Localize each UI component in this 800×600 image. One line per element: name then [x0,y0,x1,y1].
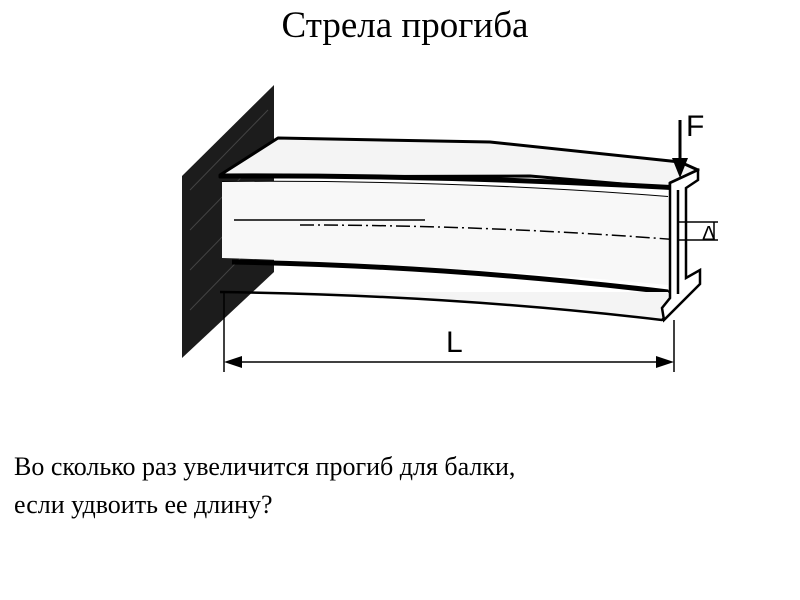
length-arrow-right [656,356,674,368]
beam-bottom-flange-edge [231,259,669,295]
deflection-symbol: Δ [702,223,715,245]
question-line-2: если удвоить ее длину? [14,490,273,519]
deflected-axis-line [299,224,681,241]
question-text: Во сколько раз увеличится прогиб для бал… [14,448,774,524]
length-arrow-left [224,356,242,368]
beam-top-edge [219,173,681,191]
length-label: L [446,326,463,359]
force-arrow [672,120,688,178]
beam-bottom-flange [219,283,692,322]
cantilever-beam-diagram: F Δ L [150,80,730,400]
length-dimension [223,292,675,372]
question-line-1: Во сколько раз увеличится прогиб для бал… [14,452,516,481]
force-label: F [686,110,704,143]
beam-web [222,181,668,285]
slide-title: Стрела прогиба [281,5,529,46]
beam-end-section [660,168,702,323]
deflection-marker [678,221,718,241]
